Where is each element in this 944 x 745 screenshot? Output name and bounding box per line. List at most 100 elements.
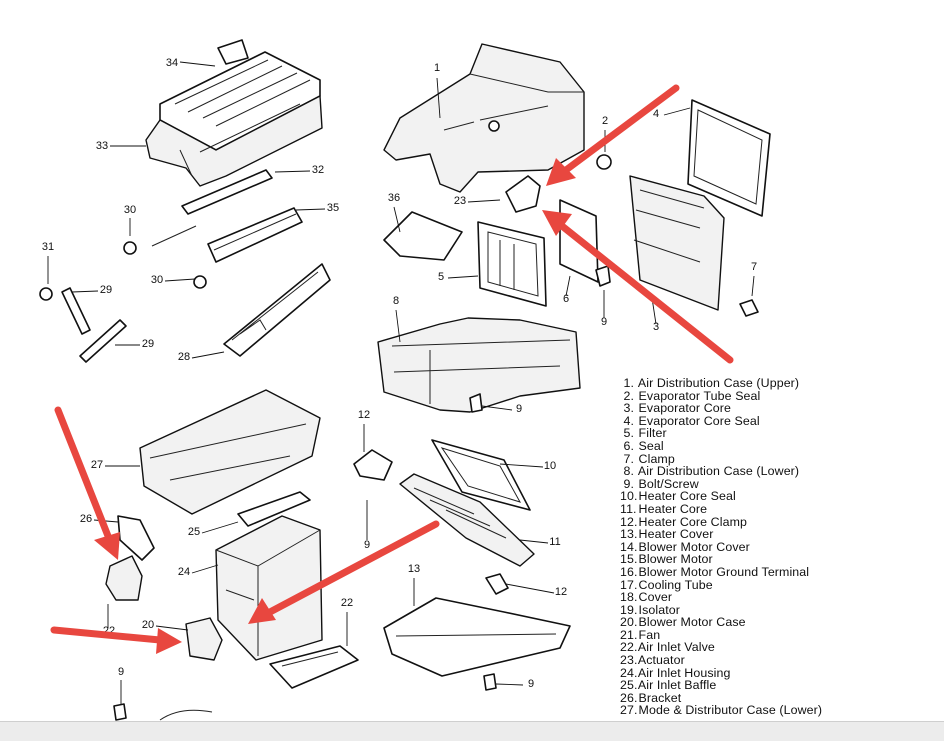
part-28-door — [223, 263, 331, 357]
legend-item-text: Blower Motor Ground Terminal — [635, 564, 810, 579]
legend-item-text: Air Inlet Housing — [635, 665, 731, 680]
legend-item-number: 3. — [623, 401, 634, 416]
legend-item-number: 10. — [620, 489, 638, 504]
legend-item-text: Evaporator Core — [635, 401, 731, 416]
legend-item-number: 4. — [623, 413, 634, 428]
legend-item: 5. Filter — [620, 427, 940, 440]
legend-item: 21. Fan — [620, 629, 940, 642]
legend-item-number: 7. — [623, 451, 634, 466]
legend-item: 2. Evaporator Tube Seal — [620, 388, 940, 403]
callout-35: 35 — [327, 202, 339, 214]
legend-item-number: 1. — [623, 376, 634, 390]
leader-lines — [47, 61, 755, 704]
callout-13: 13 — [408, 563, 420, 575]
callout-33: 33 — [96, 140, 108, 152]
callout-2: 2 — [602, 115, 608, 127]
legend-item-number: 18. — [620, 590, 638, 605]
legend-item-text: Fan — [635, 627, 661, 642]
legend-item-number: 14. — [620, 539, 638, 554]
part-5-filter — [477, 221, 547, 307]
part-24-air-inlet-housing — [215, 515, 323, 661]
part-9-bolt-d — [113, 703, 127, 721]
part-26-bracket — [117, 515, 155, 561]
callout-3: 3 — [653, 321, 659, 333]
legend-item-text: Bolt/Screw — [635, 476, 699, 491]
legend-item: 6. Seal — [620, 440, 940, 453]
part-25-baffle — [237, 491, 311, 527]
legend-item-text: Blower Motor Case — [635, 615, 746, 630]
legend-item-text: Cover — [635, 590, 673, 605]
part-7-clamp — [739, 299, 759, 317]
legend-item: 13. Heater Cover — [620, 528, 940, 541]
legend-item-text: Isolator — [635, 602, 680, 617]
callout-32: 32 — [312, 164, 324, 176]
callout-1: 1 — [434, 62, 440, 74]
callout-29: 29 — [100, 284, 112, 296]
legend-item-text: Filter — [635, 426, 667, 441]
legend-item-number: 24. — [620, 665, 638, 680]
part-8-lower-case — [377, 317, 581, 413]
callout-4: 4 — [653, 108, 659, 120]
red-arrow-to-blower-motor — [54, 406, 120, 560]
callout-10: 10 — [544, 460, 556, 472]
callout-25: 25 — [188, 526, 200, 538]
part-partial-bottom — [159, 709, 213, 721]
legend-item-text: Air Distribution Case (Upper) — [635, 376, 800, 390]
legend-item: 11. Heater Core — [620, 503, 940, 516]
callout-30: 30 — [124, 204, 136, 216]
callout-6: 6 — [563, 293, 569, 305]
callout-27: 27 — [91, 459, 103, 471]
legend-item: 9. Bolt/Screw — [620, 476, 940, 491]
part-22-air-inlet-valve — [269, 645, 359, 689]
callout-11: 11 — [549, 536, 560, 548]
part-2-seal — [596, 154, 612, 170]
callout-12: 12 — [358, 409, 370, 421]
callout-8: 8 — [393, 295, 399, 307]
callout-23: 23 — [454, 195, 466, 207]
legend-item-number: 13. — [620, 527, 638, 542]
legend-item-number: 11. — [620, 501, 637, 516]
legend-item: 3. Evaporator Core — [620, 402, 940, 415]
part-35-door — [207, 207, 303, 263]
legend-item-text: Evaporator Tube Seal — [635, 388, 761, 403]
part-30-pivot — [123, 241, 137, 255]
callout-30: 30 — [151, 274, 163, 286]
legend-item: 12. Heater Core Clamp — [620, 515, 940, 529]
legend-item: 19. Isolator — [620, 602, 940, 617]
callout-9: 9 — [601, 316, 607, 328]
legend-item-number: 5. — [623, 426, 634, 441]
part-31-bushing — [39, 287, 53, 301]
legend-item-text: Air Inlet Valve — [635, 640, 715, 655]
legend-item: 18. Cover — [620, 591, 940, 604]
legend-item-number: 2. — [623, 388, 634, 403]
legend-item-number: 22. — [620, 640, 638, 655]
legend-item: 25. Air Inlet Baffle — [620, 679, 940, 692]
red-arrow-to-inlet-housing — [248, 520, 440, 624]
legend-item-number: 25. — [620, 678, 638, 693]
part-30-pivot-2 — [193, 275, 207, 289]
legend-item-text: Actuator — [635, 653, 685, 668]
legend-item-text: Bracket — [635, 690, 682, 705]
callout-29: 29 — [142, 338, 154, 350]
part-34-top-grille — [159, 39, 321, 151]
callout-24: 24 — [178, 566, 190, 578]
part-29-rod-upper — [61, 287, 91, 335]
callout-36: 36 — [388, 192, 400, 204]
callout-31: 31 — [42, 241, 54, 253]
part-30-link-rod — [151, 225, 197, 247]
part-33-upper-mode-case — [145, 95, 323, 187]
legend-item-number: 8. — [623, 464, 634, 479]
part-15-blower-motor — [105, 555, 143, 601]
legend-item-number: 9. — [623, 476, 634, 491]
legend-item-number: 19. — [620, 602, 638, 617]
callout-20: 20 — [142, 619, 154, 631]
red-arrow-to-actuator — [546, 84, 680, 186]
legend-item-text: Air Distribution Case (Lower) — [635, 464, 800, 479]
part-1-upper-case — [383, 43, 585, 193]
legend-item: 10. Heater Core Seal — [620, 490, 940, 503]
legend-item-text: Cooling Tube — [635, 577, 713, 592]
legend-item: 8. Air Distribution Case (Lower) — [620, 465, 940, 478]
legend-item-number: 20. — [620, 615, 638, 630]
